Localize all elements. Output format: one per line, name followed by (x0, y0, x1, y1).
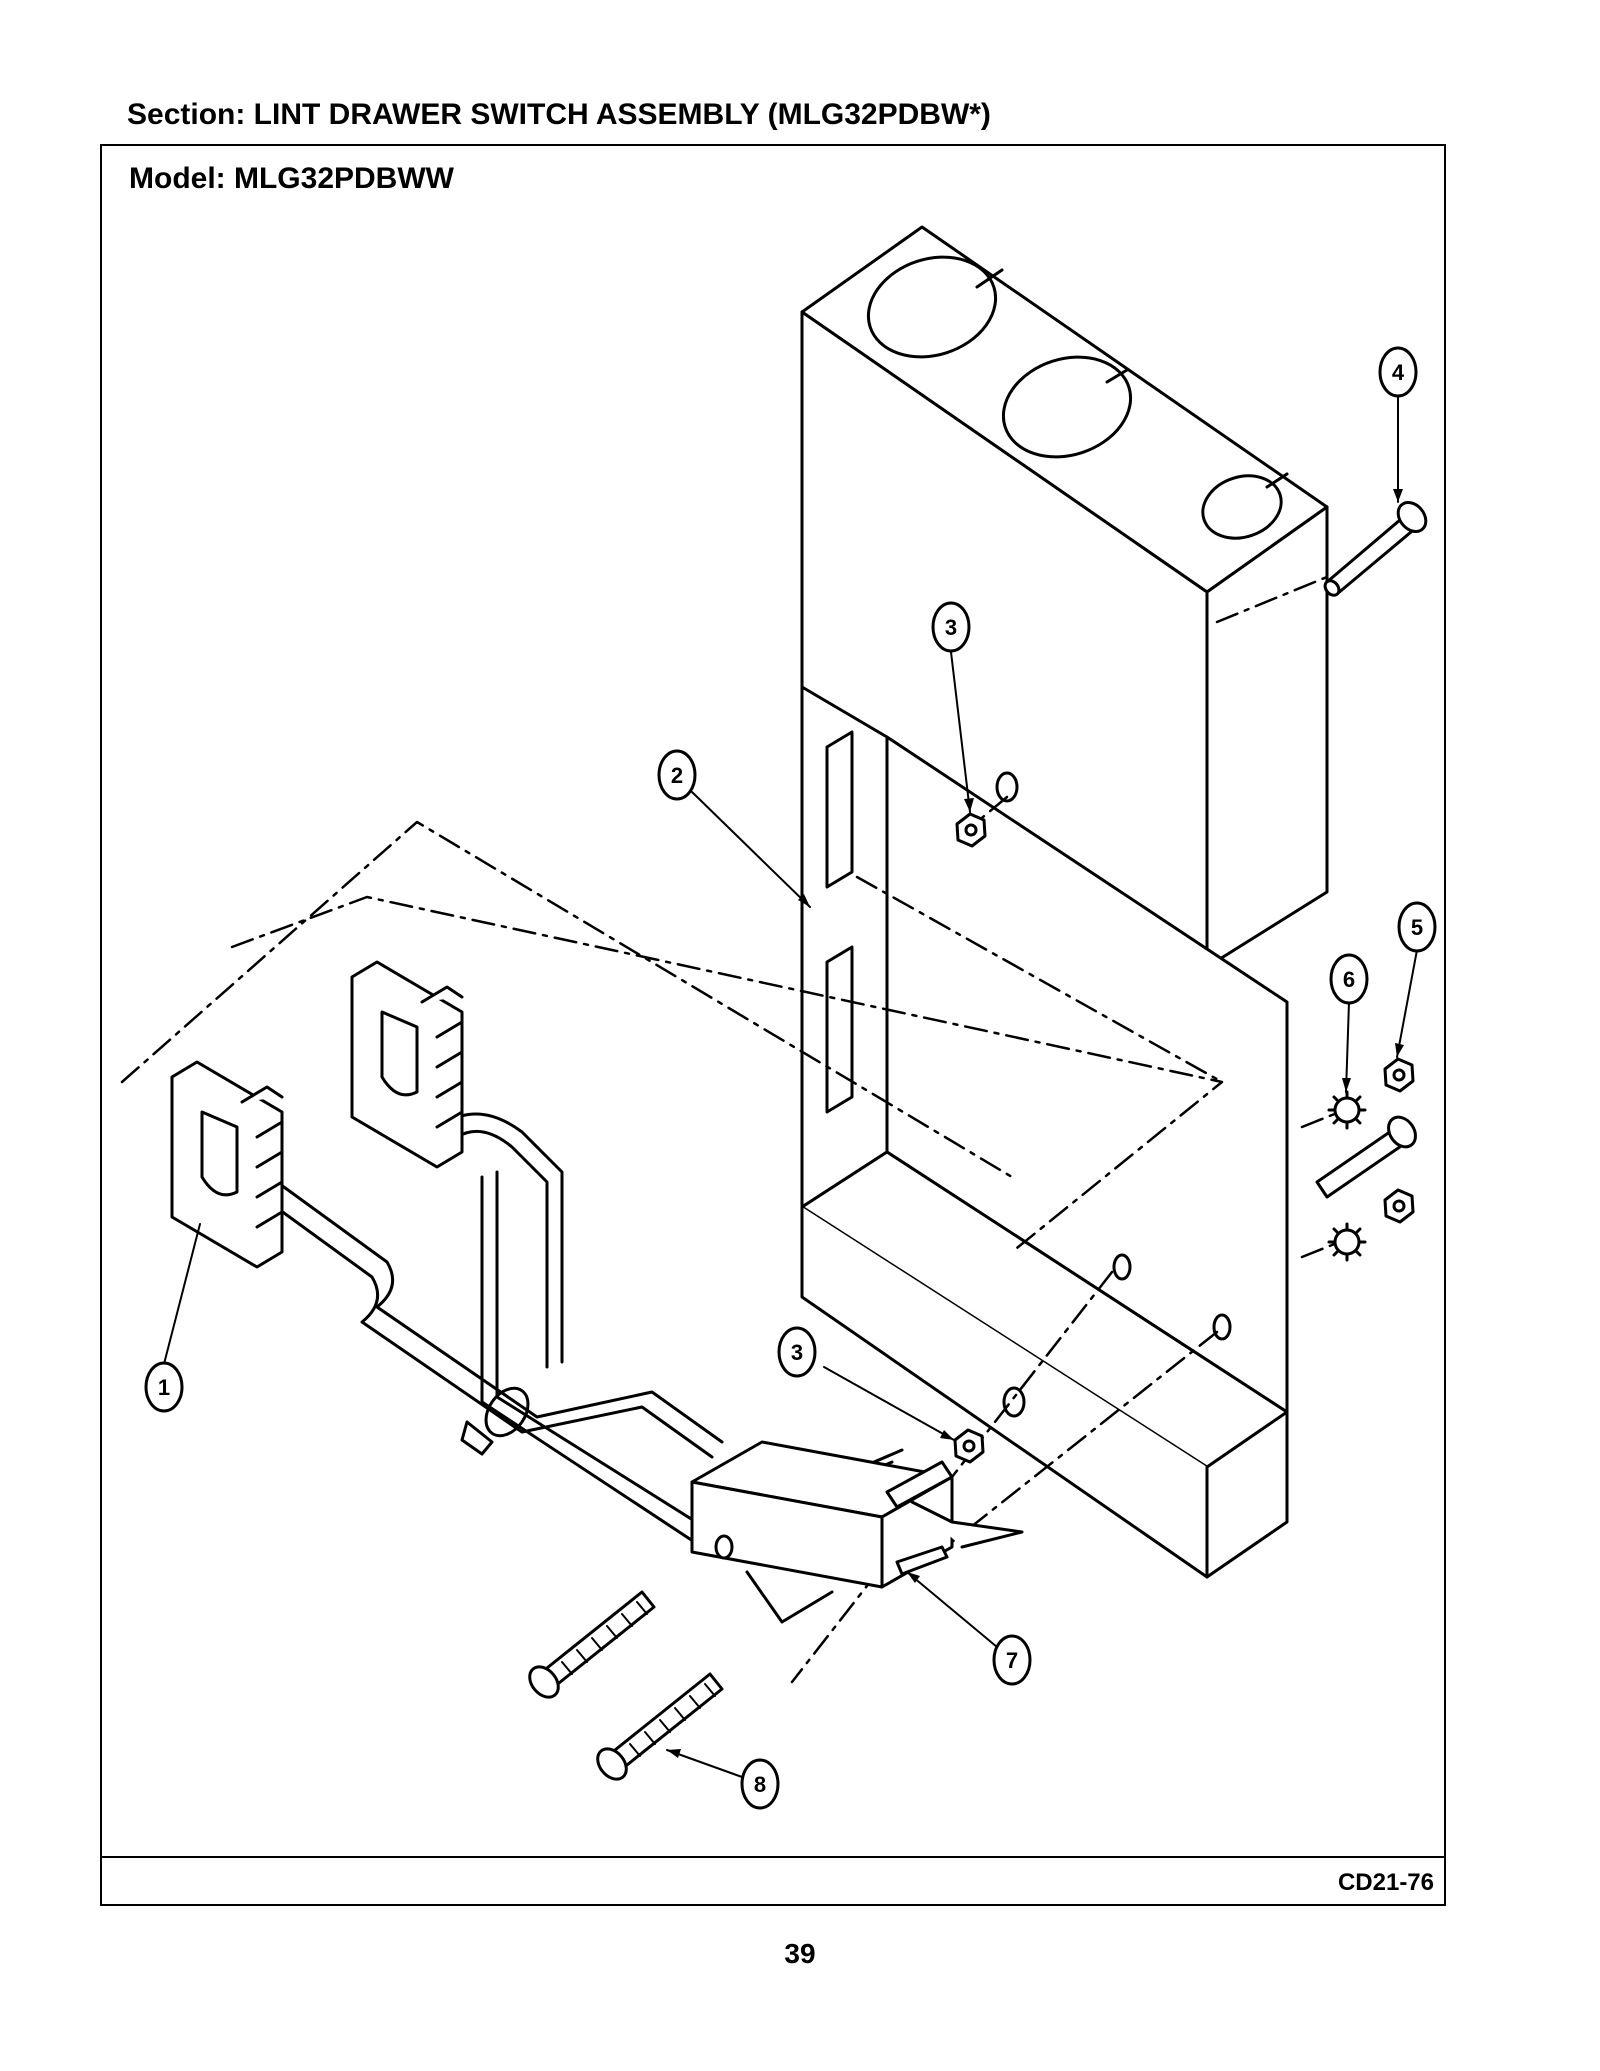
callout-2: 2 (657, 749, 697, 801)
drawing-code: CD21-76 (1337, 1869, 1434, 1896)
screw-long-lower (596, 1672, 724, 1781)
nut-5-upper (1383, 1057, 1415, 1093)
callout-5-label: 5 (1411, 915, 1423, 940)
callout-8: 8 (740, 1758, 780, 1810)
upper-bracket (800, 225, 1329, 969)
leader-arrowheads (667, 489, 1404, 1758)
footer-divider (102, 1856, 1444, 1858)
screw-long-upper (528, 1590, 656, 1699)
nut-lower (953, 1428, 985, 1464)
callout-4: 4 (1378, 346, 1418, 398)
diagram-frame: Model: MLG32PDBWW (100, 144, 1446, 1906)
leader-lines (163, 396, 1418, 1778)
screw-middle (1315, 1115, 1417, 1199)
callout-6: 6 (1329, 953, 1369, 1005)
callout-1-label: 1 (158, 1375, 170, 1400)
screw-upper (1323, 501, 1428, 597)
nut-5-lower (1383, 1188, 1415, 1224)
alignment-lines (120, 575, 1354, 1684)
wire-connector-2 (350, 960, 464, 1169)
mounting-bracket (800, 685, 1289, 1579)
cable-clip (885, 1460, 954, 1576)
callout-4-label: 4 (1392, 360, 1405, 385)
page-number: 39 (784, 1938, 816, 1969)
callout-1: 1 (144, 1361, 184, 1413)
exploded-parts-diagram: 1 2 3 3 4 5 6 7 (120, 225, 1437, 1810)
nut-upper (955, 812, 987, 848)
callout-3b: 3 (777, 1326, 817, 1378)
callout-7: 7 (992, 1634, 1032, 1686)
model-title: Model: MLG32PDBWW (129, 162, 454, 195)
callout-5: 5 (1397, 901, 1437, 953)
lint-drawer-switch (690, 1440, 1024, 1624)
callout-3b-label: 3 (791, 1340, 803, 1365)
callout-8-label: 8 (754, 1772, 766, 1797)
callout-2-label: 2 (671, 763, 683, 788)
callout-7-label: 7 (1006, 1648, 1018, 1673)
star-washer-lower (1327, 1222, 1367, 1262)
section-title: Section: LINT DRAWER SWITCH ASSEMBLY (ML… (127, 98, 991, 131)
callout-3a: 3 (931, 601, 971, 653)
callout-6-label: 6 (1343, 967, 1355, 992)
star-washer-upper (1327, 1090, 1367, 1130)
wire-connector-1 (170, 1060, 284, 1269)
callout-3a-label: 3 (945, 615, 957, 640)
